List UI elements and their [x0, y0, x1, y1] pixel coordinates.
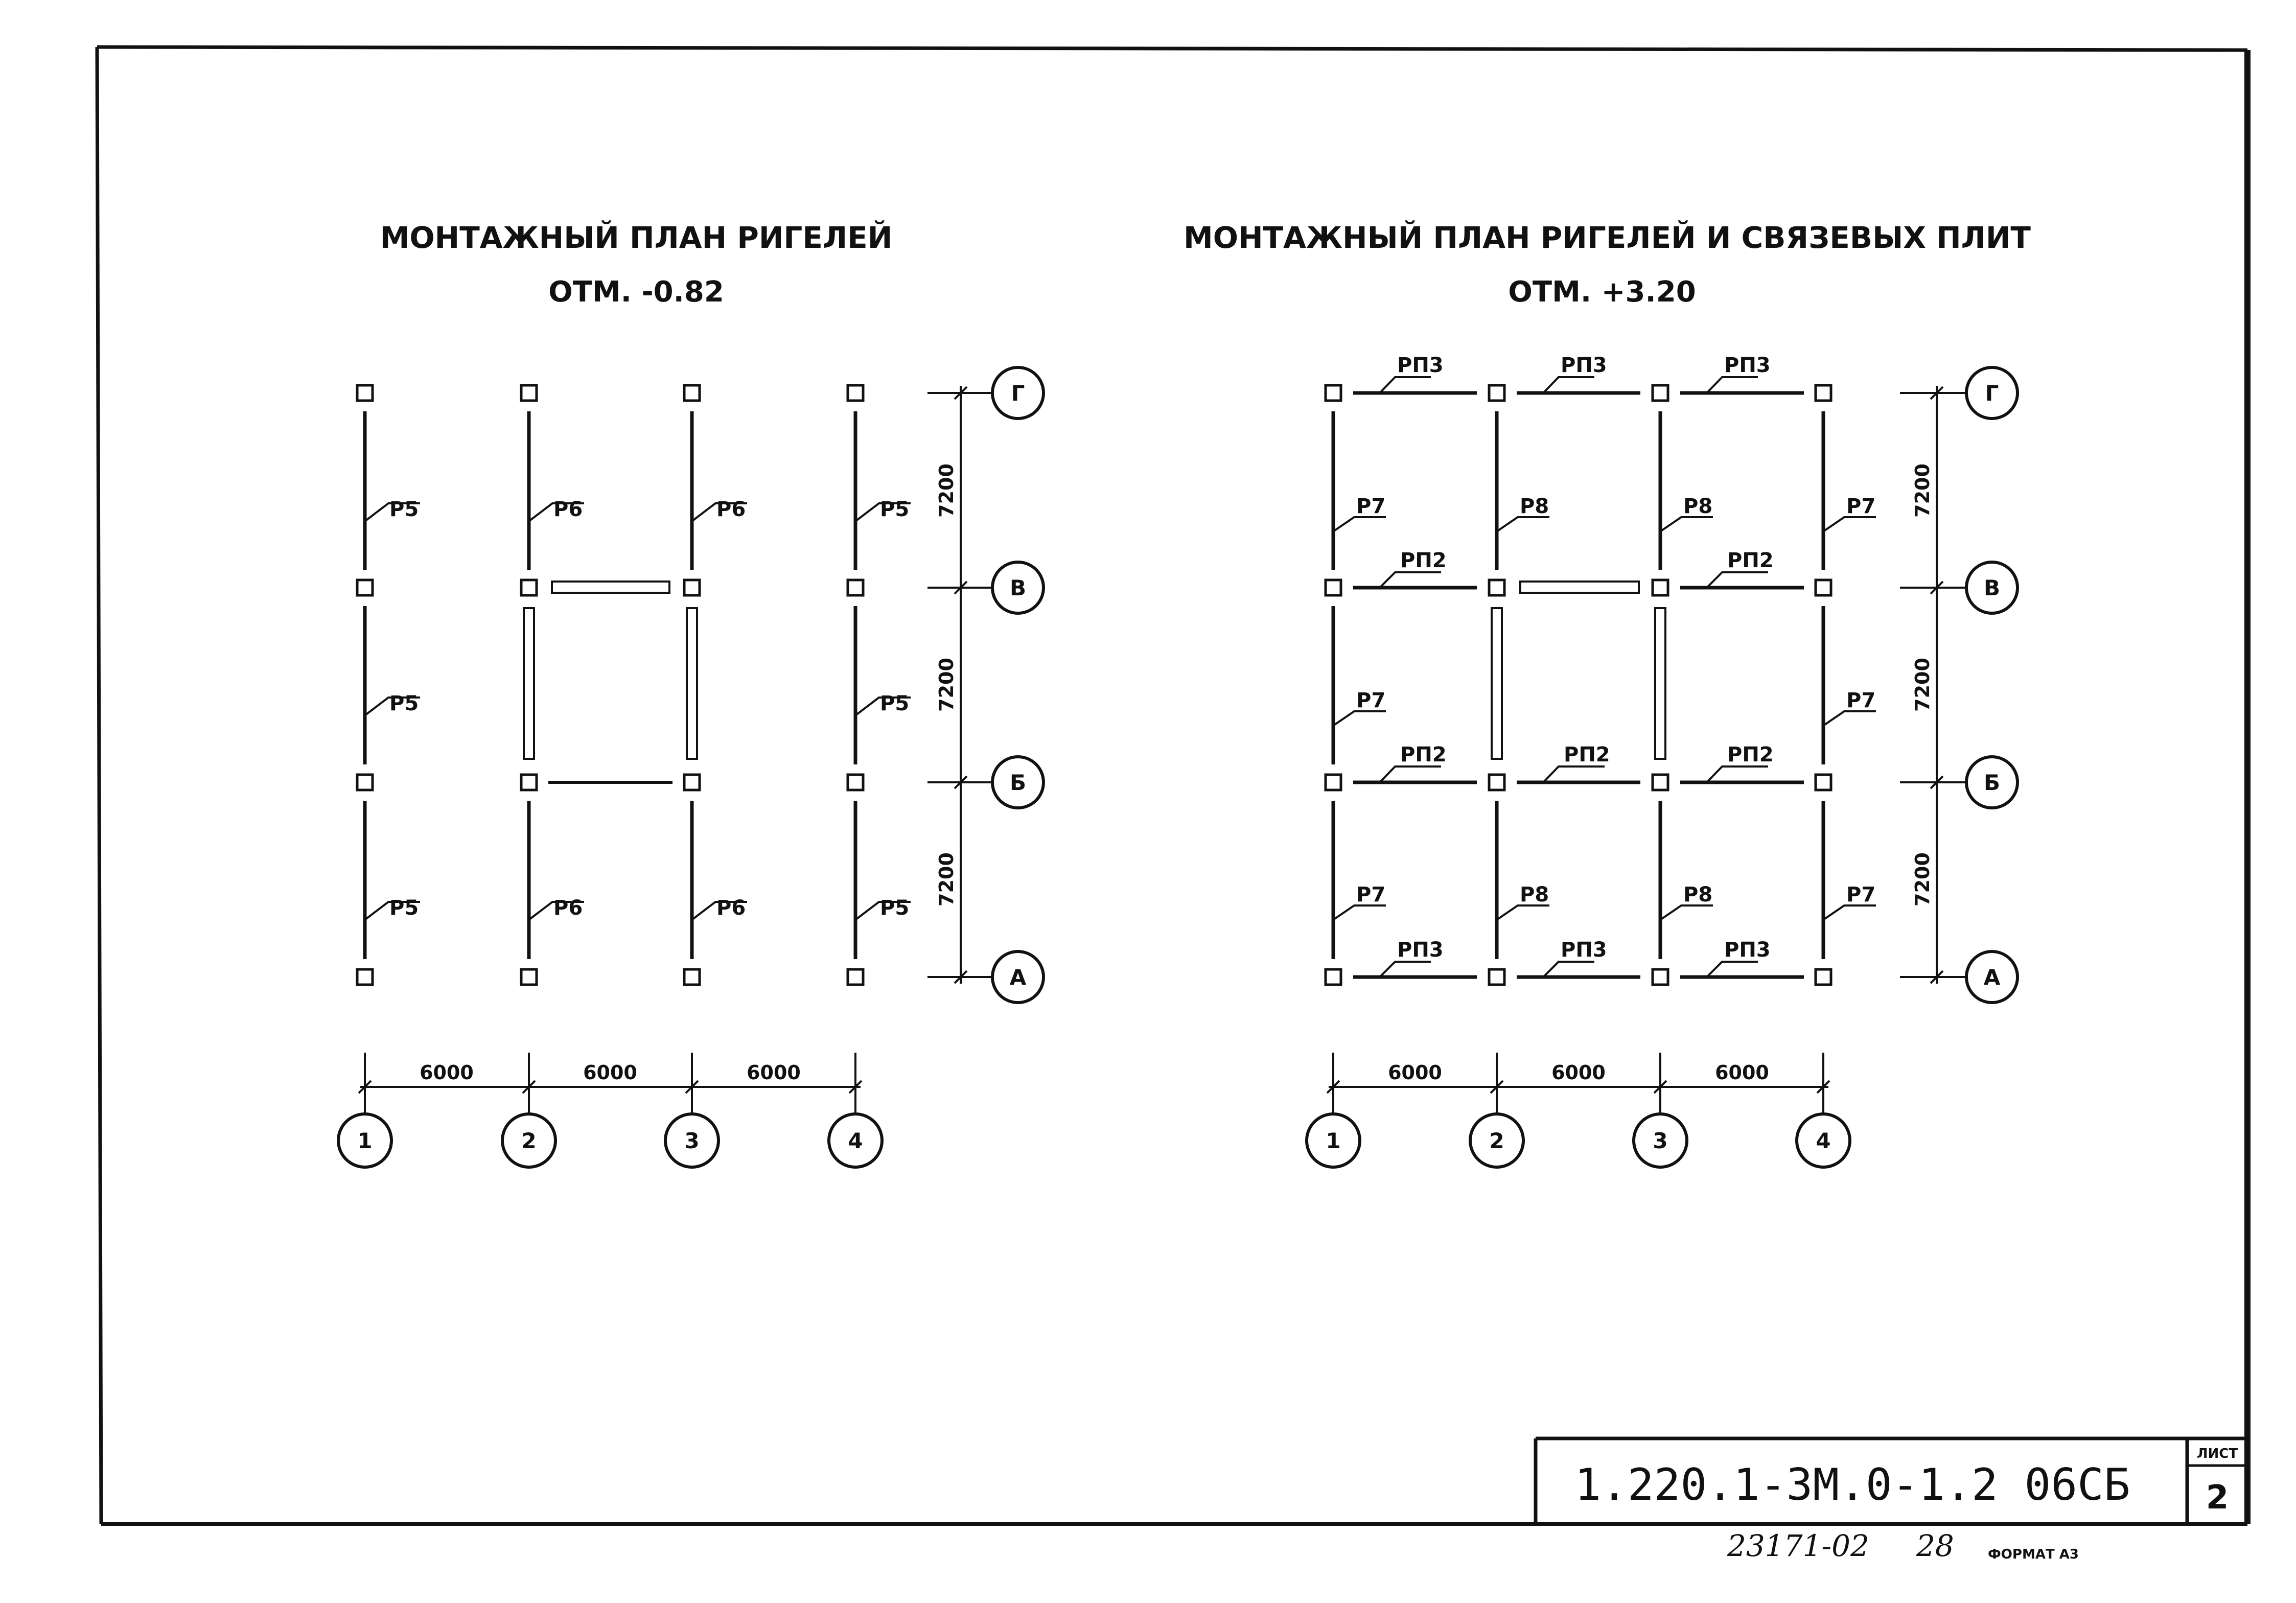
- column-axis-label: 2: [521, 1128, 536, 1153]
- tie-plate-label: РП2: [1400, 549, 1447, 572]
- column-axis-label: 4: [848, 1128, 863, 1153]
- beam-label: P8: [1683, 495, 1712, 518]
- row-axis-label: В: [1984, 575, 2000, 600]
- tie-plate-label: РП2: [1727, 549, 1774, 572]
- left-plan-title: МОНТАЖНЫЙ ПЛАН РИГЕЛЕЙ: [380, 220, 893, 255]
- right-row-dimension-values: 7200 7200 7200: [1911, 463, 1934, 907]
- dimension-6000: 6000: [1388, 1061, 1442, 1084]
- beam-label: P7: [1846, 689, 1875, 712]
- right-row-axis-bubbles: Г В Б А: [1965, 366, 2019, 1004]
- right-plan-elevation: ОТМ. +3.20: [1508, 275, 1696, 309]
- dimension-7200: 7200: [935, 658, 958, 712]
- dimension-6000: 6000: [1551, 1061, 1606, 1084]
- beam-label: P7: [1356, 689, 1385, 712]
- document-designation: 1.220.1-3М.0-1.2 06СБ: [1574, 1459, 2130, 1511]
- right-column-dimension-values: 6000 6000 6000: [1388, 1061, 1769, 1084]
- beam-label: P5: [880, 896, 909, 920]
- left-row-axis-bubbles: Г В Б А: [961, 366, 1045, 1004]
- beam-label: P6: [553, 498, 583, 521]
- beam-label: P8: [1520, 495, 1549, 518]
- column-axis-label: 2: [1489, 1128, 1504, 1153]
- right-plan-slabs: [1491, 580, 1666, 760]
- left-plan-beams: [363, 411, 857, 959]
- dimension-7200: 7200: [1911, 852, 1934, 907]
- left-plan-elevation: ОТМ. -0.82: [548, 275, 724, 309]
- left-column-dimensions: [358, 1053, 863, 1114]
- tie-plate-label: РП3: [1724, 938, 1771, 962]
- left-plan-leaders: [364, 502, 911, 921]
- tie-plate-label: РП2: [1727, 743, 1774, 766]
- beam-label: P6: [553, 896, 583, 920]
- row-axis-label: А: [1984, 965, 2001, 990]
- right-plan-columns: [1324, 384, 1833, 986]
- inventory-code: 23171-02: [1727, 1528, 1869, 1563]
- tie-plate-label: РП2: [1564, 743, 1610, 766]
- sheet-label: ЛИСТ: [2197, 1446, 2238, 1461]
- row-axis-label: Г: [1011, 381, 1025, 406]
- beam-label: P7: [1356, 883, 1385, 907]
- beam-label: P7: [1846, 883, 1875, 907]
- tie-plate-label: РП3: [1397, 354, 1444, 377]
- left-row-dimension-values: 7200 7200 7200: [935, 463, 958, 907]
- left-column-axis-bubbles: 1 2 3 4: [337, 1112, 884, 1169]
- dimension-7200: 7200: [1911, 463, 1934, 518]
- beam-label: P5: [389, 896, 419, 920]
- tie-plate-label: РП3: [1724, 354, 1771, 377]
- row-axis-label: В: [1010, 575, 1026, 600]
- row-axis-label: Г: [1985, 381, 1999, 406]
- column-axis-label: 3: [1653, 1128, 1667, 1153]
- tie-plate-label: РП3: [1561, 938, 1607, 962]
- dimension-6000: 6000: [420, 1061, 474, 1084]
- column-axis-label: 4: [1816, 1128, 1830, 1153]
- beam-label: P8: [1683, 883, 1712, 907]
- dimension-7200: 7200: [935, 463, 958, 518]
- left-column-dimension-values: 6000 6000 6000: [420, 1061, 801, 1084]
- footer-annotations: 23171-02 28 ФОРМАТ А3: [1727, 1528, 2079, 1563]
- row-axis-label: А: [1010, 965, 1027, 990]
- dimension-6000: 6000: [1715, 1061, 1769, 1084]
- left-plan-slabs: [523, 580, 698, 760]
- right-column-dimensions: [1326, 1053, 1830, 1114]
- left-plan-beam-labels: P5 P6 P6 P5 P5 P5 P5 P6 P6 P5: [389, 498, 909, 920]
- left-plan-columns: [356, 384, 865, 986]
- right-plan-labels: РП3 РП3 РП3 P7 P8 P8 P7 РП2 РП2 P7 P7 РП…: [1356, 354, 1875, 962]
- page-number: 28: [1916, 1528, 1954, 1563]
- dimension-7200: 7200: [935, 852, 958, 907]
- left-plan: МОНТАЖНЫЙ ПЛАН РИГЕЛЕЙ ОТМ. -0.82: [337, 220, 1045, 1169]
- dimension-6000: 6000: [583, 1061, 637, 1084]
- sheet-frame: [95, 45, 2251, 1526]
- sheet-number: 2: [2206, 1479, 2229, 1517]
- column-axis-label: 1: [1326, 1128, 1340, 1153]
- title-block: 1.220.1-3М.0-1.2 06СБ ЛИСТ 2: [1534, 1436, 2247, 1524]
- row-axis-label: Б: [1984, 770, 2000, 795]
- right-row-dimensions: [1900, 386, 1967, 984]
- dimension-7200: 7200: [1911, 658, 1934, 712]
- beam-label: P6: [716, 896, 746, 920]
- column-axis-label: 1: [357, 1128, 372, 1153]
- right-plan: МОНТАЖНЫЙ ПЛАН РИГЕЛЕЙ И СВЯЗЕВЫХ ПЛИТ О…: [1184, 220, 2031, 1169]
- tie-plate-label: РП2: [1400, 743, 1447, 766]
- beam-label: P8: [1520, 883, 1549, 907]
- paper-format: ФОРМАТ А3: [1988, 1547, 2079, 1562]
- beam-label: P5: [389, 498, 419, 521]
- beam-label: P5: [389, 692, 419, 715]
- tie-plate-label: РП3: [1561, 354, 1607, 377]
- right-plan-title: МОНТАЖНЫЙ ПЛАН РИГЕЛЕЙ И СВЯЗЕВЫХ ПЛИТ: [1184, 220, 2031, 255]
- beam-label: P5: [880, 498, 909, 521]
- beam-label: P6: [716, 498, 746, 521]
- column-axis-label: 3: [684, 1128, 699, 1153]
- right-plan-leaders: [1332, 376, 1876, 978]
- row-axis-label: Б: [1010, 770, 1026, 795]
- beam-label: P7: [1356, 495, 1385, 518]
- tie-plate-label: РП3: [1397, 938, 1444, 962]
- right-column-axis-bubbles: 1 2 3 4: [1305, 1112, 1851, 1169]
- beam-label: P7: [1846, 495, 1875, 518]
- beam-label: P5: [880, 692, 909, 715]
- right-plan-beams: [1331, 391, 1825, 979]
- dimension-6000: 6000: [747, 1061, 801, 1084]
